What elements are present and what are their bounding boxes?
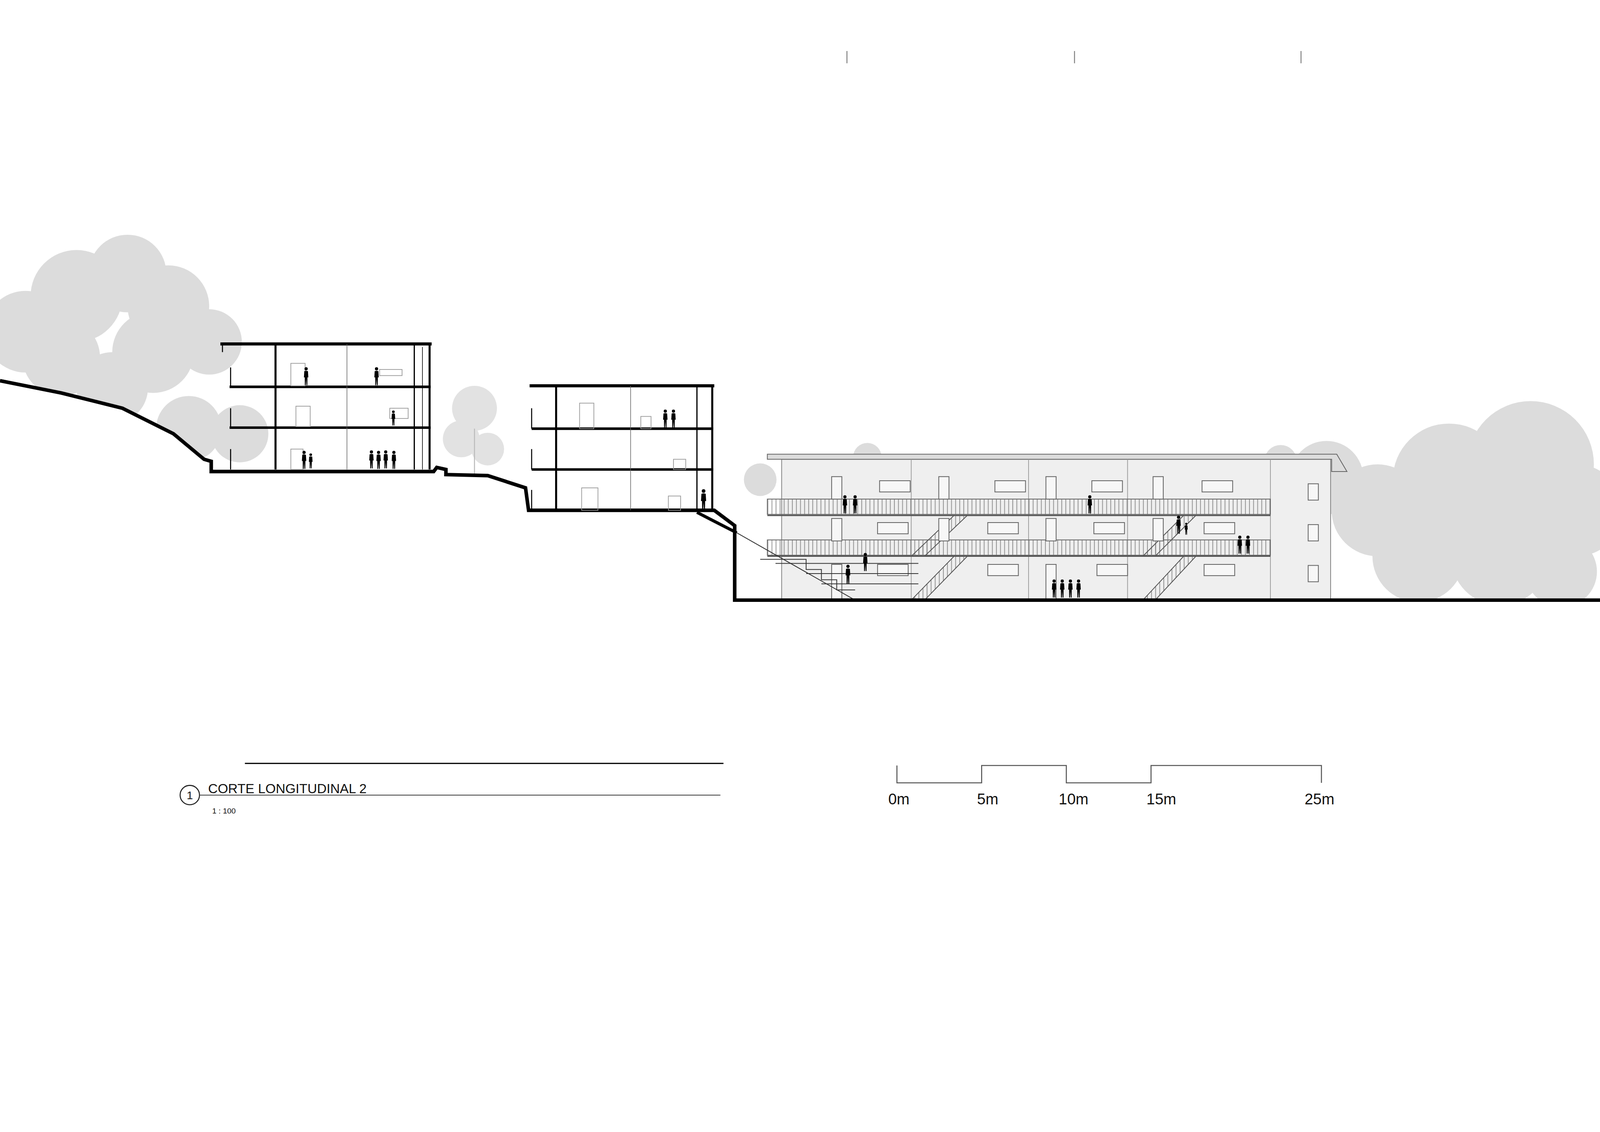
label-wrap: 0m [888,789,910,809]
scale-bar [897,765,1322,783]
callout-number: 1 [186,789,193,801]
retaining-wall [696,512,737,533]
label-wrap: 1 : 100 [212,799,236,818]
people-silhouettes [302,367,1251,598]
scale-mark: 5m [977,789,999,808]
scale-mark: 15m [1146,789,1177,808]
title-wrap: CORTE LONGITUDINAL 2 [208,778,367,798]
scale-mark: 25m [1304,789,1335,808]
callout-circle: 1 [179,784,201,805]
building-section [529,385,715,511]
label-wrap: 15m [1146,789,1177,809]
scale-ratio: 1 : 100 [212,806,236,816]
label-wrap: 25m [1304,789,1335,809]
small-tree [442,385,505,475]
scale-mark: 10m [1058,789,1089,808]
ground-mask [0,380,1600,1132]
scale-mark: 0m [888,789,910,808]
seating-steps [736,532,919,601]
terrain-line [0,380,1600,601]
label-wrap: 5m [977,789,999,809]
furniture [290,363,686,511]
facade-elevation [767,453,1347,600]
label-wrap: 10m [1058,789,1089,809]
building-section [220,343,432,470]
drawing-title: CORTE LONGITUDINAL 2 [208,780,367,796]
